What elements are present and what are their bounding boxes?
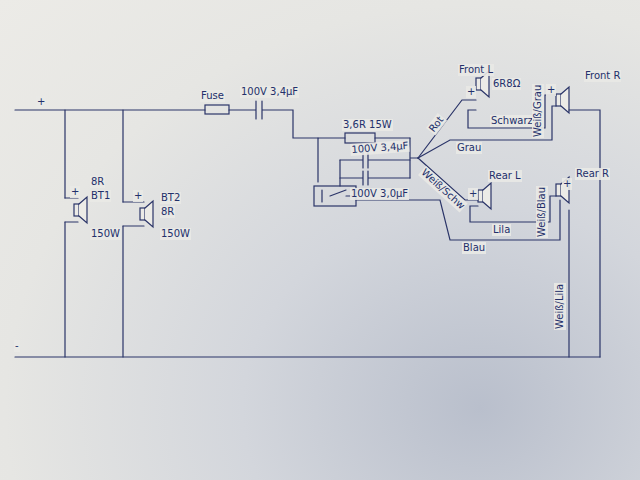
wire-color: Rot <box>426 113 447 135</box>
negative-rail <box>15 356 600 357</box>
wire-color: Schwarz <box>490 115 534 127</box>
speaker-name: Rear R <box>575 168 610 180</box>
capacitor-symbol <box>340 171 410 185</box>
polarity-sign: + <box>70 186 80 198</box>
speaker-symbol <box>74 197 87 223</box>
wire-color: Weiß/Blau <box>536 186 548 238</box>
wire-color: Weiß/Lila <box>554 283 566 330</box>
polarity-sign: + <box>133 190 143 202</box>
resistor-value: 3,6R 15W <box>342 119 393 131</box>
part-value: 150W <box>160 228 191 240</box>
capacitor-symbol <box>229 101 318 138</box>
wire <box>123 202 144 226</box>
speaker-symbol <box>140 201 153 227</box>
part-name: BT1 <box>90 190 111 202</box>
speaker-symbol <box>556 87 569 113</box>
polarity-sign: + <box>466 86 476 98</box>
wire <box>64 110 65 357</box>
polarity-sign: + <box>36 96 46 108</box>
wire <box>569 110 600 357</box>
wire <box>65 198 78 222</box>
wire-color: Weiß/Grau <box>532 84 544 138</box>
speaker-name: Front L <box>458 64 494 76</box>
wire-color: Grau <box>456 142 482 154</box>
part-name: BT2 <box>160 192 181 204</box>
wire-white-purple <box>568 210 569 357</box>
wire-color: Blau <box>462 242 486 254</box>
part-value: 8R <box>160 206 175 218</box>
wire <box>122 110 123 357</box>
speaker-name: Rear L <box>488 170 522 182</box>
wire-color: Weiß/Schw <box>418 166 468 213</box>
wire <box>318 138 410 182</box>
speaker-name: Front R <box>584 70 621 82</box>
capacitor-value: 100V 3,4µF <box>240 86 299 98</box>
part-value: 150W <box>90 228 121 240</box>
positive-rail <box>15 109 205 110</box>
capacitor-value: 100V 3,4µF <box>350 140 410 156</box>
part-value: 8R <box>90 176 105 188</box>
part-value: 6R8Ω <box>492 78 521 90</box>
speaker-symbol <box>478 183 491 209</box>
polarity-sign: + <box>468 188 478 200</box>
wire-color: Lila <box>492 224 511 236</box>
fuse-label: Fuse <box>200 90 225 102</box>
wire <box>340 138 418 186</box>
fuse-symbol <box>205 105 229 114</box>
polarity-sign: + <box>546 84 556 96</box>
polarity-sign: + <box>562 178 572 190</box>
switch-contact <box>322 190 352 202</box>
polarity-sign: - <box>14 340 20 352</box>
capacitor-value: 100V 3,0µF <box>350 188 409 200</box>
